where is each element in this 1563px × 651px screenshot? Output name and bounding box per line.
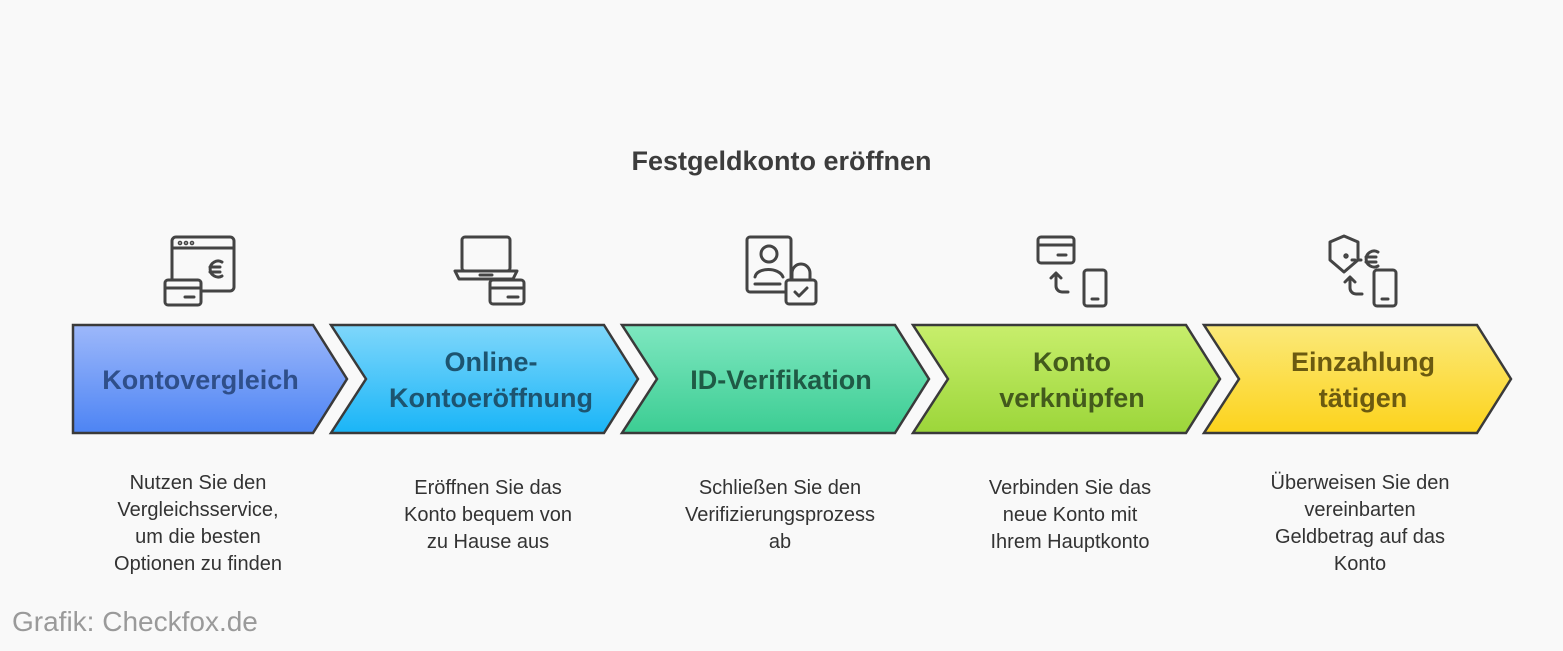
diagram-title: Festgeldkonto eröffnen [631, 146, 932, 176]
step-2-label: Online- Kontoeröffnung [389, 347, 593, 413]
step-4-label: Konto verknüpfen [999, 347, 1145, 413]
step-2-arrow [328, 323, 640, 435]
id-lock-icon [745, 235, 818, 306]
step-5-label: Einzahlung tätigen [1291, 347, 1435, 413]
step-1-label: Kontovergleich [102, 365, 299, 395]
image-credit: Grafik: Checkfox.de [12, 606, 258, 637]
step-2-description: Eröffnen Sie das Konto bequem von zu Hau… [404, 477, 572, 553]
step-1-arrow [71, 323, 349, 435]
step-5-description: Überweisen Sie den vereinbarten Geldbetr… [1270, 472, 1450, 575]
step-4-description: Verbinden Sie das neue Konto mit Ihrem H… [988, 477, 1152, 553]
step-4-arrow [910, 323, 1222, 435]
wallet-euro-phone-icon [1328, 234, 1398, 308]
card-phone-link-icon [1036, 235, 1108, 308]
step-1-description: Nutzen Sie den Vergleichsservice, um die… [114, 472, 282, 575]
step-3-description: Schließen Sie den Verifizierungsprozess … [684, 477, 876, 553]
step-5-arrow [1201, 323, 1513, 435]
browser-euro-card-icon [163, 235, 236, 307]
step-3-arrow [619, 323, 931, 435]
laptop-card-icon [453, 235, 526, 306]
step-3-label: ID-Verifikation [690, 365, 872, 395]
